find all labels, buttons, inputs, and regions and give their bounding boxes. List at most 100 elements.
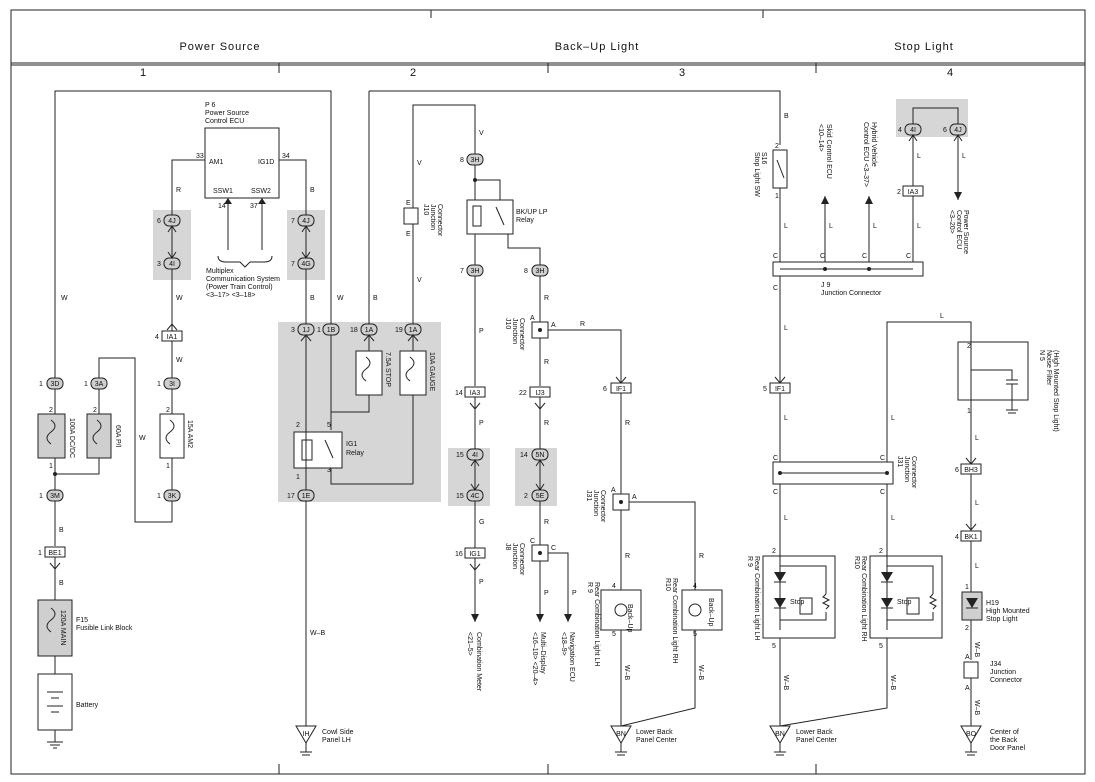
label-cBH3: BH3 xyxy=(964,467,978,474)
label-p22: 22 xyxy=(519,390,527,397)
label-h19-id: H19 xyxy=(986,600,999,607)
label-cIA3: IA3 xyxy=(908,189,919,196)
column-4: 4 xyxy=(947,67,953,79)
label-W: W xyxy=(139,435,146,442)
label-gnd-bo: BO xyxy=(966,731,977,738)
label-j31-c: Connector xyxy=(910,456,917,489)
label-j34-id: J34 xyxy=(990,661,1001,668)
label-R: R xyxy=(544,420,549,427)
label-B: B xyxy=(310,187,315,194)
label-p5: 5 xyxy=(612,631,616,638)
label-W: W xyxy=(176,357,183,364)
label-gnd-bn-name2: Panel Center xyxy=(636,737,678,744)
label-stop: Stop xyxy=(897,599,912,606)
label-gnd-ih-name1: Cowl Side xyxy=(322,729,354,736)
label-L: L xyxy=(784,415,788,422)
label-j31-a: J31 xyxy=(585,490,592,501)
label-W: W xyxy=(337,295,344,302)
label-ig1-relay2: Relay xyxy=(346,450,364,457)
label-C: C xyxy=(773,285,778,292)
label-cIA1: IA1 xyxy=(167,334,178,341)
label-C: C xyxy=(820,253,825,260)
column-3: 3 xyxy=(679,67,685,79)
label-h19-name1: High Mounted xyxy=(986,608,1030,615)
label-C: C xyxy=(906,253,911,260)
label-j10-c: Connector xyxy=(518,318,525,351)
label-ig1-relay1: IG1 xyxy=(346,441,357,448)
label-gnd-ih-name2: Panel LH xyxy=(322,737,351,744)
label-A: A xyxy=(611,487,616,494)
label-WB: W–B xyxy=(973,642,980,658)
battery xyxy=(37,673,73,731)
label-bkup-relay1: BK/UP LP xyxy=(516,209,548,216)
label-A: A xyxy=(965,654,970,661)
label-WB: W–B xyxy=(623,665,630,681)
label-j31-b: Junction xyxy=(592,490,599,516)
label-B: B xyxy=(59,580,64,587)
label-p2: 2 xyxy=(524,493,528,500)
section-power-source: Power Source xyxy=(179,41,260,53)
label-p2: 2 xyxy=(772,548,776,555)
label-c1A: 1A xyxy=(365,327,374,334)
label-P: P xyxy=(479,579,484,586)
label-L: L xyxy=(784,325,788,332)
label-p34: 34 xyxy=(282,153,290,160)
label-battery: Battery xyxy=(76,702,99,709)
label-L: L xyxy=(784,515,788,522)
label-skid2: <10–14> xyxy=(817,124,824,152)
label-p5: 5 xyxy=(327,422,331,429)
label-E: E xyxy=(406,231,411,238)
label-p1: 1 xyxy=(317,327,321,334)
noise-filter xyxy=(957,341,1029,401)
label-c1B: 1B xyxy=(327,327,336,334)
label-R: R xyxy=(625,420,630,427)
label-backup: Back–Up xyxy=(626,604,633,633)
label-p2: 2 xyxy=(775,143,779,150)
label-P: P xyxy=(479,420,484,427)
label-p2: 2 xyxy=(879,548,883,555)
label-c3M: 3M xyxy=(50,493,60,500)
label-R: R xyxy=(699,553,704,560)
label-gnd-bn: BN xyxy=(616,731,626,738)
label-j9-name: Junction Connector xyxy=(821,290,882,297)
label-r9-name: Rear Combination Light LH xyxy=(593,582,600,666)
label-j31-b: Junction xyxy=(903,456,910,482)
rear-combination-light-rh xyxy=(869,555,943,639)
ig1-relay xyxy=(293,431,343,469)
label-R: R xyxy=(176,187,181,194)
label-gnd-bn-name1: Lower Back xyxy=(636,729,673,736)
label-p37: 37 xyxy=(250,203,258,210)
label-hv2: Control ECU <3–37> xyxy=(862,122,869,187)
label-cIA3: IA3 xyxy=(470,390,481,397)
label-j34-name2: Connector xyxy=(990,677,1023,684)
label-ssw1: SSW1 xyxy=(213,188,233,195)
label-p3: 3 xyxy=(327,467,331,474)
label-B: B xyxy=(373,295,378,302)
label-L: L xyxy=(975,563,979,570)
label-multiplex1: Multiplex xyxy=(206,268,234,275)
label-n5-id: N 5 xyxy=(1038,350,1045,361)
label-c1E: 1E xyxy=(302,493,311,500)
label-L: L xyxy=(784,223,788,230)
label-P: P xyxy=(544,590,549,597)
label-gnd-ih: IH xyxy=(303,731,310,738)
label-p7: 7 xyxy=(291,218,295,225)
label-gnd-bo-name2: the Back xyxy=(990,737,1018,744)
label-C: C xyxy=(773,455,778,462)
label-V: V xyxy=(417,160,422,167)
label-multiplex2: Communication System xyxy=(206,276,280,283)
label-c5N: 5N xyxy=(536,452,545,459)
column-1: 1 xyxy=(140,67,146,79)
label-p5: 5 xyxy=(763,386,767,393)
label-f15-name: Fusible Link Block xyxy=(76,625,133,632)
label-j31-c: Connector xyxy=(599,490,606,523)
label-c3H: 3H xyxy=(536,268,545,275)
label-R: R xyxy=(544,519,549,526)
label-cBK1: BK1 xyxy=(964,534,977,541)
label-j10-c: Connector xyxy=(436,204,443,237)
label-hv1: Hybrid Vehicle xyxy=(870,122,877,167)
label-c3H: 3H xyxy=(471,157,480,164)
label-p2: 2 xyxy=(296,422,300,429)
label-L: L xyxy=(891,415,895,422)
label-c4I: 4I xyxy=(169,261,175,268)
